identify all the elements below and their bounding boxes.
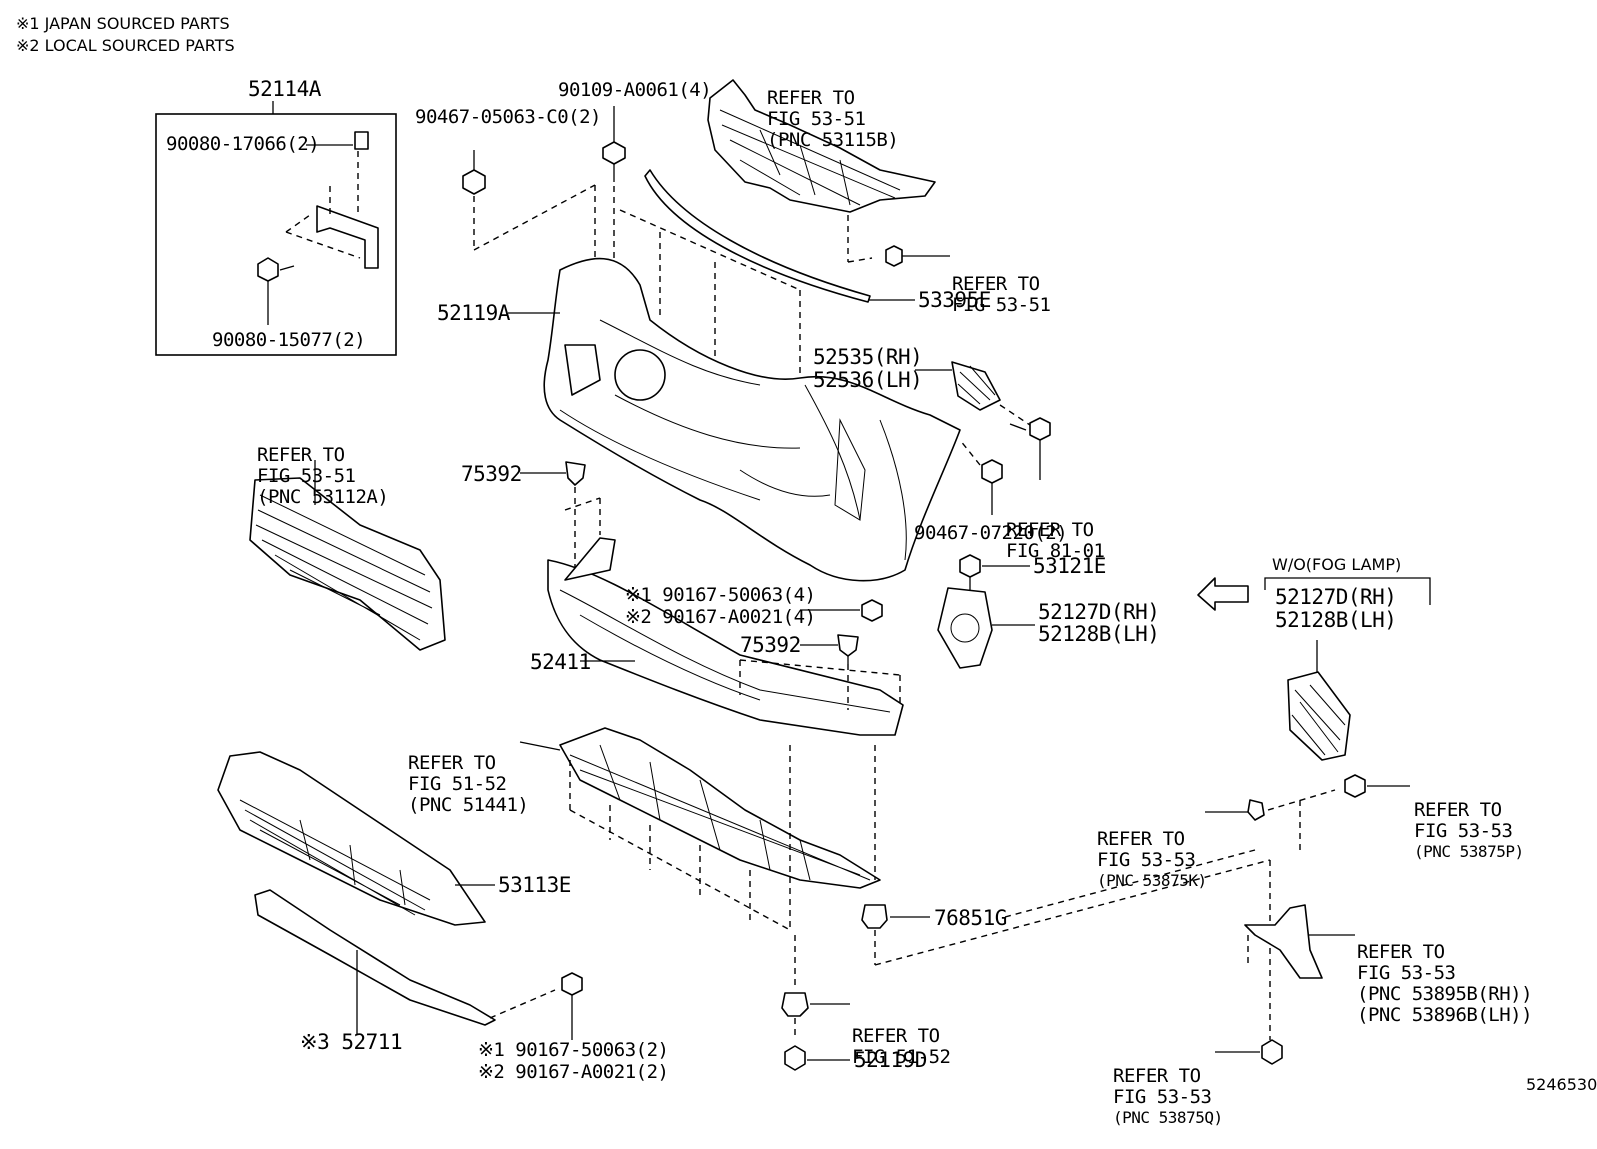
part-52114A[interactable]: 52114A [248,77,321,101]
clip-75392-b [837,634,859,710]
part-90467-07220[interactable]: 90467-07220(2) [914,522,1068,544]
underbody-51441 [559,727,881,889]
part-90167-A0021-b[interactable]: ※2 90167-A0021(2) [478,1061,669,1083]
screw-90167-lower [561,972,583,1040]
part-76851G[interactable]: 76851G [934,906,1007,930]
bolt-90109-A0061 [602,106,626,270]
fog-cover-52127D [937,587,1035,669]
grille-53112A [249,477,446,651]
bracket-52535 [951,361,1001,411]
part-90109-A0061[interactable]: 90109-A0061(4) [558,79,712,101]
clip-90467-07220 [959,439,1003,515]
clip-76851G [861,859,1271,966]
part-52127D-wo[interactable]: 52127D(RH) [1275,585,1397,609]
note-japan: ※1 JAPAN SOURCED PARTS [16,14,230,33]
part-90167-50063-a[interactable]: ※1 90167-50063(4) [625,584,816,606]
part-53121E[interactable]: 53121E [1033,554,1106,578]
lower-grille-53113E [217,751,486,926]
part-75392-a[interactable]: 75392 [461,462,522,486]
arrow-icon [1197,577,1249,611]
part-52411[interactable]: 52411 [530,650,591,674]
bolt-90467-07220-bracket [1009,417,1051,480]
clip-51-52 [781,935,850,1040]
part-52128B-wo[interactable]: 52128B(LH) [1275,608,1397,632]
mudguard-53895B [1244,904,1355,979]
screw-90167-upper [800,599,883,622]
wo-fog-lamp: W/O(FOG LAMP) [1272,555,1402,574]
bumper-cover-52119A [543,257,961,582]
bolt-53121E [959,554,1030,590]
bolt-53875P [1344,774,1410,798]
part-90167-50063-b[interactable]: ※1 90167-50063(2) [478,1039,669,1061]
part-52535[interactable]: 52535(RH) [813,345,923,369]
clip-53-51 [885,245,950,267]
part-52536[interactable]: 52536(LH) [813,368,923,392]
fog-cover-wo [1287,640,1351,761]
part-90080-15077[interactable]: 90080-15077(2) [212,329,366,351]
part-90167-A0021-a[interactable]: ※2 90167-A0021(4) [625,606,816,628]
underbody-dashes [569,745,876,931]
part-52128B[interactable]: 52128B(LH) [1038,622,1160,646]
figure-id: 5246530 [1526,1075,1597,1094]
bolt-53875Q [1215,1039,1283,1065]
part-52119A[interactable]: 52119A [437,301,510,325]
clip-75392-a [520,461,586,570]
parts-diagram [155,79,1431,1071]
bracket-52114A [285,131,379,269]
bolt-90080-15077 [257,257,295,325]
clip-53875K [1205,789,1336,821]
part-90467-05063[interactable]: 90467-05063-C0(2) [415,106,601,128]
part-52119D[interactable]: 52119D [854,1048,927,1072]
strip-53395E [644,169,915,303]
part-75392-b[interactable]: 75392 [740,633,801,657]
clip-90467-05063 [462,150,486,250]
part-53113E[interactable]: 53113E [498,873,571,897]
part-53395E[interactable]: 53395E [918,288,991,312]
part-52127D[interactable]: 52127D(RH) [1038,600,1160,624]
absorber-53115B [707,79,936,213]
lower-spoiler-52411 [547,537,904,736]
part-52711[interactable]: ※3 52711 [300,1030,403,1054]
strip-52711 [254,889,556,1035]
part-90080-17066[interactable]: 90080-17066(2) [166,133,320,155]
note-local: ※2 LOCAL SOURCED PARTS [16,36,235,55]
kit-box-52114A [155,113,397,356]
bolt-52119D [784,1045,850,1071]
